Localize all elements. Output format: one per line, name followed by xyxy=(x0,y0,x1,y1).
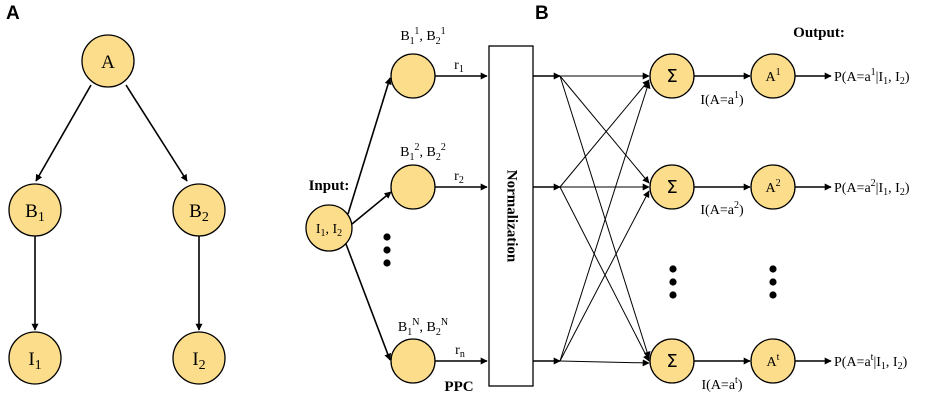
node-b2 xyxy=(172,183,226,237)
edge-input-n1 xyxy=(347,77,392,215)
panel-b-label: B xyxy=(535,3,549,24)
neuron-n-label: B1N, B2N xyxy=(398,317,448,338)
output-title: Output: xyxy=(793,25,845,41)
ellipsis-dot xyxy=(769,265,777,273)
node-i1-label: I1 xyxy=(28,349,41,373)
posterior-label-2: P(A=a2|I1, I2) xyxy=(834,178,910,198)
sum-symbol: Σ xyxy=(666,177,677,198)
rate-1-label: r1 xyxy=(454,58,464,75)
panel-b: B Input: I1, I2 B11, B21 r1 B12, B22 r2 … xyxy=(305,3,910,395)
node-b1 xyxy=(8,183,62,237)
ellipsis-dot xyxy=(383,233,391,241)
neuron-n xyxy=(390,338,436,384)
ellipsis-dot xyxy=(769,291,777,299)
neuron-1-label: B11, B21 xyxy=(400,26,445,47)
normalization-label: Normalization xyxy=(504,170,520,263)
input-node xyxy=(305,204,353,252)
ellipsis-dot xyxy=(769,278,777,286)
sum-symbol: Σ xyxy=(666,351,677,372)
neuron-2 xyxy=(390,164,436,210)
input-title: Input: xyxy=(309,178,350,194)
info-label-1: I(A=a1) xyxy=(700,90,744,108)
sum-symbol: Σ xyxy=(666,66,677,87)
posterior-label-t: P(A=at|I1, I2) xyxy=(834,352,908,372)
ellipsis-dot xyxy=(669,278,677,286)
output-node-t-label: At xyxy=(767,352,780,370)
ellipsis-dot xyxy=(669,265,677,273)
neuron-1 xyxy=(390,53,436,99)
node-i1 xyxy=(8,331,62,385)
node-i2 xyxy=(172,331,226,385)
panel-a: A A B1 B2 I1 I2 xyxy=(6,3,226,385)
rate-n-label: rn xyxy=(455,343,465,360)
ellipsis-dot xyxy=(383,246,391,254)
cross-connections xyxy=(559,72,651,367)
panel-a-label: A xyxy=(6,3,20,24)
node-i2-label: I2 xyxy=(192,349,205,373)
edge-a-b2 xyxy=(125,84,188,182)
output-node-1-label: A1 xyxy=(765,67,780,85)
output-node-2-label: A2 xyxy=(765,178,780,196)
node-b2-label: B2 xyxy=(189,201,209,225)
neuron-2-label: B12, B22 xyxy=(400,142,446,163)
info-label-t: I(A=at) xyxy=(702,375,743,393)
ellipsis-dot xyxy=(383,259,391,267)
edge-input-n2 xyxy=(351,191,392,225)
ppc-label: PPC xyxy=(444,379,473,395)
ellipsis-dot xyxy=(669,291,677,299)
normalization-box xyxy=(488,45,534,387)
node-a-label: A xyxy=(101,52,115,73)
info-label-2: I(A=a2) xyxy=(700,200,744,218)
node-a xyxy=(81,34,135,88)
posterior-label-1: P(A=a1|I1, I2) xyxy=(834,67,910,87)
input-node-label: I1, I2 xyxy=(316,222,342,239)
node-b1-label: B1 xyxy=(25,201,45,225)
rate-2-label: r2 xyxy=(454,169,464,186)
edge-input-nn xyxy=(345,243,392,361)
edge-a-b1 xyxy=(35,84,92,182)
